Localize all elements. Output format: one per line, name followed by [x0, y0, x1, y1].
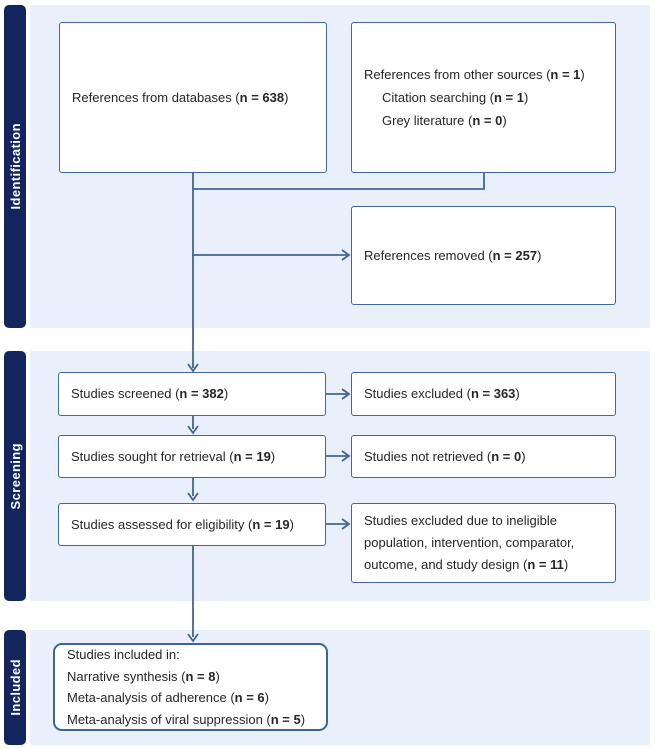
- box-studies-included: Studies included in: Narrative synthesis…: [53, 643, 328, 731]
- box-studies-excluded: Studies excluded (n = 363): [351, 372, 616, 416]
- section-bar-identification: Identification: [4, 5, 26, 328]
- box-references-from-databases: References from databases (n = 638): [59, 22, 327, 173]
- box-text-line: Studies included in:: [67, 647, 180, 662]
- box-text-line: Meta-analysis of adherence (n = 6): [67, 690, 269, 705]
- box-text-line: References removed (n = 257): [364, 247, 542, 263]
- section-bar-included: Included: [4, 630, 26, 745]
- box-text-line: Studies assessed for eligibility (n = 19…: [71, 516, 294, 532]
- box-text-line: Studies excluded (n = 363): [364, 386, 520, 401]
- section-label-included: Included: [7, 659, 23, 716]
- box-text-line: Narrative synthesis (n = 8): [67, 668, 220, 684]
- box-text-line: population, intervention, comparator,: [364, 535, 575, 550]
- box-studies-not-retrieved: Studies not retrieved (n = 0): [351, 435, 616, 478]
- box-text-line: References from other sources (n = 1): [364, 67, 585, 82]
- box-text-line: outcome, and study design (n = 11): [364, 557, 569, 572]
- box-text-line: Studies not retrieved (n = 0): [364, 448, 526, 464]
- box-text-line: Citation searching (n = 1): [382, 90, 529, 105]
- box-text-line: Studies excluded due to ineligible: [364, 513, 557, 528]
- box-studies-excluded-ineligible: Studies excluded due to ineligible popul…: [351, 503, 616, 583]
- box-text-line: References from databases (n = 638): [72, 89, 289, 105]
- section-label-screening: Screening: [7, 442, 23, 510]
- section-label-identification: Identification: [7, 123, 23, 210]
- box-text-line: Meta-analysis of viral suppression (n = …: [67, 711, 306, 727]
- section-bar-screening: Screening: [4, 351, 26, 601]
- box-references-other-sources: References from other sources (n = 1) Ci…: [351, 22, 616, 173]
- box-studies-screened: Studies screened (n = 382): [58, 372, 326, 416]
- box-text-line: Grey literature (n = 0): [382, 113, 507, 128]
- box-text-line: Studies sought for retrieval (n = 19): [71, 448, 276, 464]
- box-text-line: Studies screened (n = 382): [71, 386, 229, 401]
- box-references-removed: References removed (n = 257): [351, 206, 616, 305]
- box-studies-assessed: Studies assessed for eligibility (n = 19…: [58, 503, 326, 546]
- box-studies-sought: Studies sought for retrieval (n = 19): [58, 435, 326, 478]
